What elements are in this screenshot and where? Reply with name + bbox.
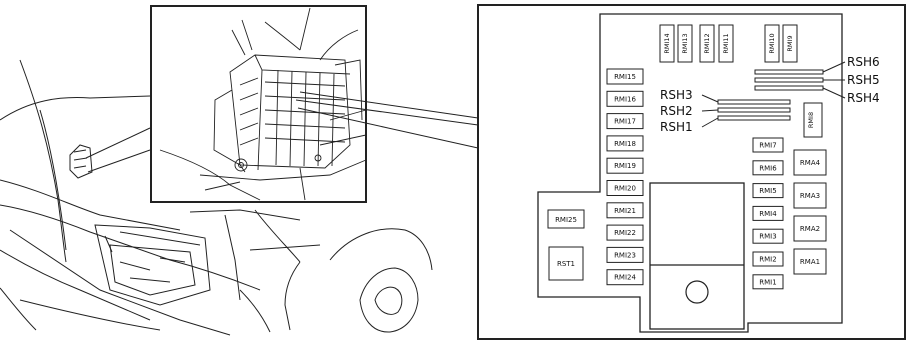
relay-label-rma1: RMA1 bbox=[800, 258, 820, 266]
relay-label-rmi2: RMI2 bbox=[759, 256, 776, 264]
relay-rmi18: RMI18 bbox=[606, 135, 644, 152]
relay-rmi8: RMI8 bbox=[803, 102, 823, 138]
relay-layout: RMI15RMI16RMI17RMI18RMI19RMI20RMI21RMI22… bbox=[606, 24, 827, 290]
relay-rmi14: RMI14 bbox=[659, 24, 675, 63]
relay-outline bbox=[606, 135, 644, 152]
relay-rmi23: RMI23 bbox=[606, 246, 644, 263]
relay-rmi3: RMI3 bbox=[752, 228, 784, 244]
relay-label-rmi8: RMI8 bbox=[807, 112, 815, 128]
relay-label-rmi14: RMI14 bbox=[663, 33, 671, 53]
relay-label-rmi1: RMI1 bbox=[759, 278, 776, 286]
relay-outline bbox=[752, 251, 784, 267]
shunt-label-rsh3: RSH3 bbox=[660, 88, 693, 102]
fuse-box-schematic bbox=[477, 4, 906, 340]
relay-rmi24: RMI24 bbox=[606, 269, 644, 286]
shunt-label-rsh5: RSH5 bbox=[847, 73, 880, 87]
relay-label-rma4: RMA4 bbox=[800, 159, 821, 167]
shunt-label-rsh1: RSH1 bbox=[660, 120, 693, 134]
relay-outline bbox=[793, 248, 827, 275]
relay-label-rmi22: RMI22 bbox=[614, 229, 636, 237]
relay-outline bbox=[606, 202, 644, 219]
shunt-label-rsh6: RSH6 bbox=[847, 55, 880, 69]
relay-label-rmi18: RMI18 bbox=[614, 140, 636, 148]
relay-label-rmi23: RMI23 bbox=[614, 251, 636, 259]
relay-rma3: RMA3 bbox=[793, 182, 827, 209]
relay-outline bbox=[677, 24, 693, 63]
relay-rmi19: RMI19 bbox=[606, 157, 644, 174]
relay-label-rmi17: RMI17 bbox=[614, 118, 636, 126]
relay-rma4: RMA4 bbox=[793, 149, 827, 176]
relay-rma1: RMA1 bbox=[793, 248, 827, 275]
relay-outline bbox=[606, 180, 644, 196]
relay-outline bbox=[718, 24, 734, 63]
relay-outline bbox=[752, 160, 784, 176]
relay-outline bbox=[606, 269, 644, 286]
relay-outline bbox=[793, 149, 827, 176]
relay-outline bbox=[793, 215, 827, 242]
relay-outline bbox=[752, 274, 784, 290]
relay-rmi12: RMI12 bbox=[699, 24, 715, 63]
relay-rmi20: RMI20 bbox=[606, 180, 644, 196]
shunt-label-rsh4: RSH4 bbox=[847, 91, 880, 105]
relay-outline bbox=[606, 113, 644, 130]
vehicle-body-illustration bbox=[0, 59, 433, 336]
shunt-label-rsh2: RSH2 bbox=[660, 104, 693, 118]
relay-label-rmi16: RMI16 bbox=[614, 95, 636, 103]
relay-rmi1: RMI1 bbox=[752, 274, 784, 290]
relay-outline bbox=[752, 137, 784, 153]
relay-rmi13: RMI13 bbox=[677, 24, 693, 63]
relay-outline bbox=[793, 182, 827, 209]
relay-label-rmi9: RMI9 bbox=[786, 35, 794, 51]
relay-outline bbox=[782, 24, 798, 63]
relay-rmi4: RMI4 bbox=[752, 205, 784, 221]
relay-rmi16: RMI16 bbox=[606, 90, 644, 107]
relay-outline bbox=[752, 205, 784, 221]
relay-outline bbox=[752, 183, 784, 199]
relay-label-rmi5: RMI5 bbox=[759, 187, 776, 195]
relay-label-rmi13: RMI13 bbox=[681, 33, 689, 53]
relay-rst1: RST1 bbox=[548, 246, 584, 281]
relay-label-rmi21: RMI21 bbox=[614, 207, 636, 215]
relay-outline bbox=[606, 157, 644, 174]
relay-label-rmi4: RMI4 bbox=[759, 210, 777, 218]
relay-outline bbox=[752, 228, 784, 244]
relay-rmi9: RMI9 bbox=[782, 24, 798, 63]
relay-rmi17: RMI17 bbox=[606, 113, 644, 130]
relay-rmi15: RMI15 bbox=[606, 68, 644, 85]
relay-outline bbox=[606, 246, 644, 263]
relay-rmi10: RMI10 bbox=[764, 24, 780, 63]
relay-label-rmi11: RMI11 bbox=[722, 33, 730, 53]
relay-rmi5: RMI5 bbox=[752, 183, 784, 199]
relay-label-rma3: RMA3 bbox=[800, 192, 820, 200]
relay-rmi22: RMI22 bbox=[606, 224, 644, 241]
relay-rmi7: RMI7 bbox=[752, 137, 784, 153]
relay-label-rmi12: RMI12 bbox=[703, 33, 711, 53]
shunt-leaders bbox=[701, 61, 846, 128]
relay-label-rmi24: RMI24 bbox=[614, 274, 636, 282]
relay-rmi6: RMI6 bbox=[752, 160, 784, 176]
relay-rmi11: RMI11 bbox=[718, 24, 734, 63]
relay-rmi25: RMI25 bbox=[547, 209, 585, 229]
relay-label-rmi6: RMI6 bbox=[759, 164, 777, 172]
relay-rma2: RMA2 bbox=[793, 215, 827, 242]
relay-label-rma2: RMA2 bbox=[800, 225, 820, 233]
relay-outline bbox=[606, 90, 644, 107]
relay-outline bbox=[606, 224, 644, 241]
relay-rmi21: RMI21 bbox=[606, 202, 644, 219]
relay-outline bbox=[699, 24, 715, 63]
relay-outline bbox=[764, 24, 780, 63]
relay-outline bbox=[606, 68, 644, 85]
relay-outline bbox=[659, 24, 675, 63]
relay-label-rmi10: RMI10 bbox=[768, 33, 776, 53]
relay-rmi2: RMI2 bbox=[752, 251, 784, 267]
relay-label-rst1: RST1 bbox=[557, 260, 575, 268]
relay-label-rmi20: RMI20 bbox=[614, 185, 636, 193]
relay-label-rmi3: RMI3 bbox=[759, 233, 776, 241]
relay-label-rmi7: RMI7 bbox=[759, 142, 776, 150]
relay-label-rmi25: RMI25 bbox=[555, 216, 577, 224]
relay-label-rmi19: RMI19 bbox=[614, 162, 636, 170]
relay-label-rmi15: RMI15 bbox=[614, 73, 636, 81]
zoom-detail-panel bbox=[150, 5, 479, 203]
